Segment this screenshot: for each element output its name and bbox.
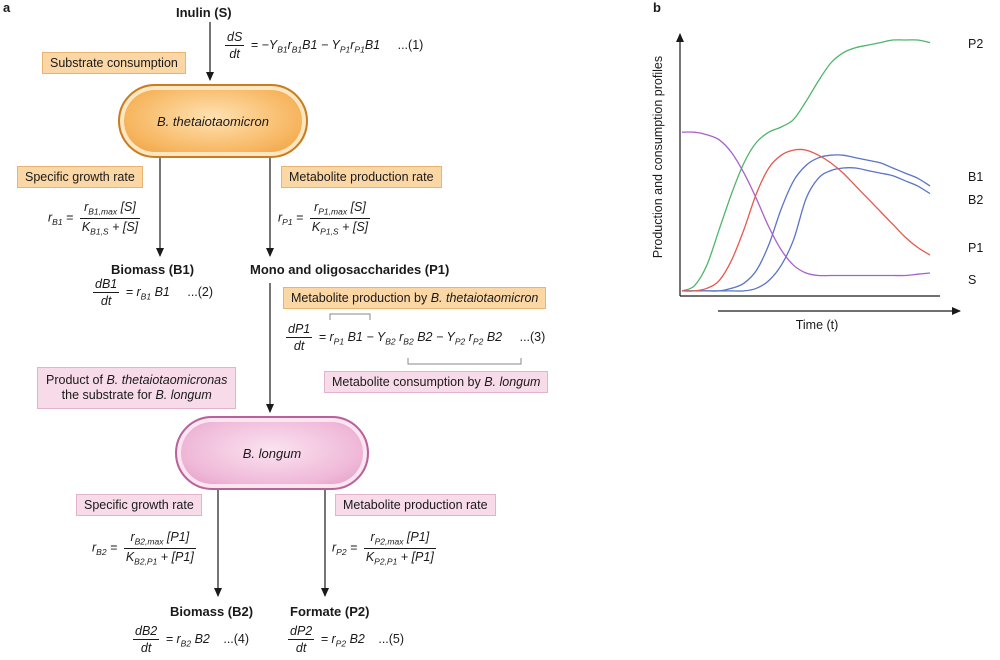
product-text: Product of	[46, 373, 103, 387]
b-longum-label: B. longum	[242, 445, 302, 461]
x-axis-label: Time (t)	[796, 318, 839, 332]
formate-p2-label: Formate (P2)	[290, 604, 370, 619]
series-label-b1: B1	[968, 170, 983, 184]
metabolite-production-by-box: Metabolite production by B. thetaiotaomi…	[283, 287, 547, 309]
equation-4-tag: ...(4)	[223, 631, 250, 646]
series-line-b2	[682, 167, 931, 292]
equation-rb2: rB2 = rB2,max [P1]KB2,P1 + [P1]	[92, 530, 196, 566]
series-group	[681, 39, 931, 292]
mono-oligo-label: Mono and oligosaccharides (P1)	[250, 262, 450, 277]
substrate-for-text: the substrate for	[61, 388, 152, 402]
product-species: B. thetaiotaomicronas	[106, 373, 228, 387]
equation-rb1: rB1 = rB1,max [S]KB1,S + [S]	[48, 200, 141, 236]
b-thetaiotaomicron-label: B. thetaiotaomicron	[156, 113, 269, 129]
y-axis-label: Production and consumption profiles	[651, 56, 665, 258]
b-longum-cell: B. longum	[175, 416, 369, 490]
flow-arrows	[156, 22, 522, 597]
series-label-p1: P1	[968, 241, 983, 255]
metabolite-consumption-by-species: B. longum	[484, 375, 541, 389]
series-label-b2: B2	[968, 193, 983, 207]
equation-2-tag: ...(2)	[187, 284, 214, 299]
equation-3-tag: ...(3)	[519, 329, 546, 344]
series-label-s: S	[968, 273, 976, 287]
metabolite-consumption-by-box: Metabolite consumption by B. longum	[324, 371, 549, 393]
substrate-consumption-box: Substrate consumption	[42, 52, 186, 74]
product-substrate-box: Product of B. thetaiotaomicronas the sub…	[37, 367, 237, 409]
specific-growth-rate-box-1: Specific growth rate	[17, 166, 143, 188]
substrate-for-species: B. longum	[155, 388, 212, 402]
equation-1-tag: ...(1)	[397, 37, 424, 52]
panel-b-letter: b	[653, 0, 661, 15]
panel-a-letter: a	[3, 0, 11, 15]
b-thetaiotaomicron-cell: B. thetaiotaomicron	[118, 84, 308, 158]
profiles-chart: Time (t) Production and consumption prof…	[651, 33, 983, 332]
metabolite-production-rate-box-1: Metabolite production rate	[281, 166, 442, 188]
equation-5-tag: ...(5)	[378, 631, 405, 646]
metabolite-consumption-by-text: Metabolite consumption by	[332, 375, 481, 389]
bracket-consumption	[407, 358, 522, 365]
equation-rp1: rP1 = rP1,max [S]KP1,S + [S]	[278, 200, 371, 236]
biomass-b1-label: Biomass (B1)	[111, 262, 195, 277]
equation-rp2: rP2 = rP2,max [P1]KP2,P1 + [P1]	[332, 530, 436, 566]
biomass-b2-label: Biomass (B2)	[170, 604, 254, 619]
inulin-label: Inulin (S)	[176, 5, 232, 20]
series-line-p1	[681, 148, 931, 292]
series-label-p2: P2	[968, 37, 983, 51]
series-line-s	[681, 131, 931, 277]
metabolite-production-rate-box-2: Metabolite production rate	[335, 494, 496, 516]
metabolite-production-by-species: B. thetaiotaomicron	[430, 291, 539, 305]
metabolite-production-by-text: Metabolite production by	[291, 291, 428, 305]
bracket-production	[329, 313, 371, 320]
series-line-p2	[681, 39, 931, 292]
specific-growth-rate-box-2: Specific growth rate	[76, 494, 202, 516]
